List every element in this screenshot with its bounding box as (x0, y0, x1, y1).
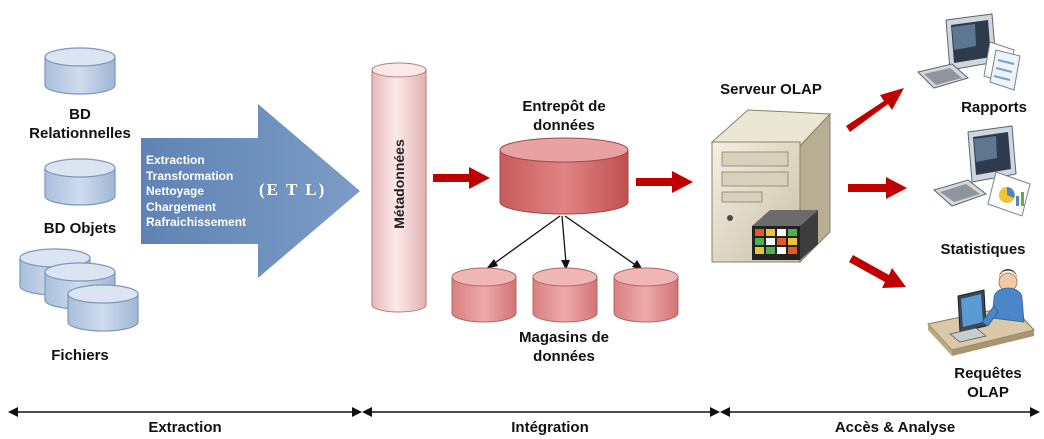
data-mart-3 (613, 267, 679, 323)
data-mart-1 (451, 267, 517, 323)
output-statistics-label: Statistiques (940, 241, 1026, 258)
flow-arrow-to-reports (846, 88, 904, 132)
warehouse-label: Entrepôt de données (522, 98, 606, 134)
statistics-computer-icon (932, 125, 1031, 217)
phase-axis (8, 407, 1040, 417)
etl-arrow (141, 104, 360, 278)
flow-arrow-to-statistics (848, 177, 907, 199)
etl-step: Chargement (146, 199, 217, 214)
etl-step: Extraction (146, 153, 205, 167)
metadata-cylinder (371, 62, 427, 313)
olap-server-label: Serveur OLAP (720, 81, 822, 98)
relational-db-icon (44, 47, 116, 95)
output-olap-queries-label: Requêtes OLAP (954, 365, 1022, 401)
etl-step: Rafraichissement (146, 215, 247, 229)
olap-server-icon (710, 109, 832, 264)
etl-step: Transformation (146, 168, 234, 183)
source-files-label: Fichiers (51, 347, 109, 364)
olap-queries-user-icon (927, 269, 1035, 356)
phase-integration-label: Intégration (511, 419, 589, 436)
output-reports-label: Rapports (961, 99, 1027, 116)
etl-steps-list: Extraction Transformation Nettoyage Char… (146, 153, 246, 231)
flow-arrow-to-queries (849, 255, 906, 288)
metadata-label: Métadonnées (391, 139, 407, 229)
object-db-icon (44, 158, 116, 206)
reports-computer-icon (917, 13, 1021, 91)
etl-step: Nettoyage (146, 184, 205, 198)
warehouse-cylinder (499, 137, 629, 215)
olap-cube-icon (752, 210, 818, 260)
flow-arrow-to-warehouse (433, 167, 490, 189)
phase-extraction-label: Extraction (148, 419, 222, 436)
flow-arrow-to-olap (636, 171, 693, 193)
source-objects-label: BD Objets (43, 220, 117, 237)
marts-label: Magasins de données (518, 329, 610, 365)
mart-distribution-arrows (486, 215, 643, 270)
source-relational-label: BD Relationnelles (29, 106, 131, 142)
phase-access-analysis-label: Accès & Analyse (834, 419, 956, 436)
data-mart-2 (532, 267, 598, 323)
files-db-icon (19, 248, 139, 332)
etl-code-label: (E T L) (259, 180, 327, 199)
